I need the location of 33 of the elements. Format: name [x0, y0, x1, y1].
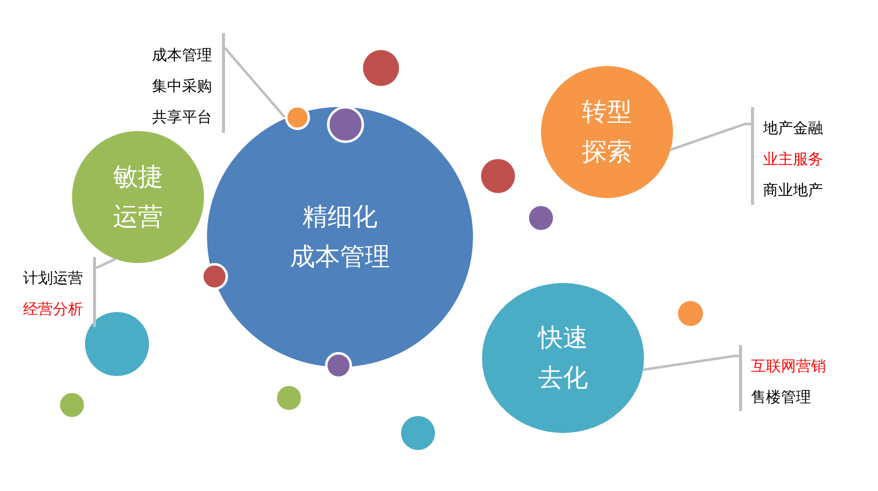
small-bubble	[401, 416, 435, 450]
small-bubble	[678, 300, 702, 326]
small-bubble	[284, 104, 310, 130]
small-bubble	[200, 262, 228, 290]
topic-bubble	[482, 283, 644, 433]
list-item: 成本管理	[152, 44, 212, 66]
topic-bubble	[541, 66, 673, 198]
list-item: 地产金融	[763, 118, 823, 139]
list-item: 计划运营	[23, 268, 83, 288]
list-item: 商业地产	[763, 180, 823, 201]
bubble-label: 转型探索	[581, 96, 633, 168]
list-item: 售楼管理	[751, 386, 811, 408]
small-bubble	[326, 106, 364, 142]
bubble-label: 成本管理	[290, 241, 390, 273]
bubble-label: 快速去化	[536, 322, 589, 394]
bubble-label: 精细化	[302, 201, 378, 233]
leader-line	[670, 122, 751, 151]
small-bubble	[363, 50, 399, 86]
small-bubble	[60, 393, 84, 417]
bubble-label: 敏捷运营	[112, 161, 164, 233]
list-item: 共享平台	[152, 106, 212, 128]
leader-line	[95, 258, 116, 270]
small-bubble	[277, 386, 301, 410]
list-item: 互联网营销	[751, 356, 826, 376]
small-bubble	[85, 312, 149, 376]
small-bubble	[481, 159, 515, 193]
list-item: 业主服务	[763, 148, 823, 170]
small-bubble	[324, 352, 352, 378]
topic-bubble	[72, 131, 204, 263]
small-bubble	[529, 206, 553, 230]
list-item: 经营分析	[23, 298, 83, 320]
list-item: 集中采购	[152, 76, 212, 96]
leader-line	[642, 354, 739, 371]
